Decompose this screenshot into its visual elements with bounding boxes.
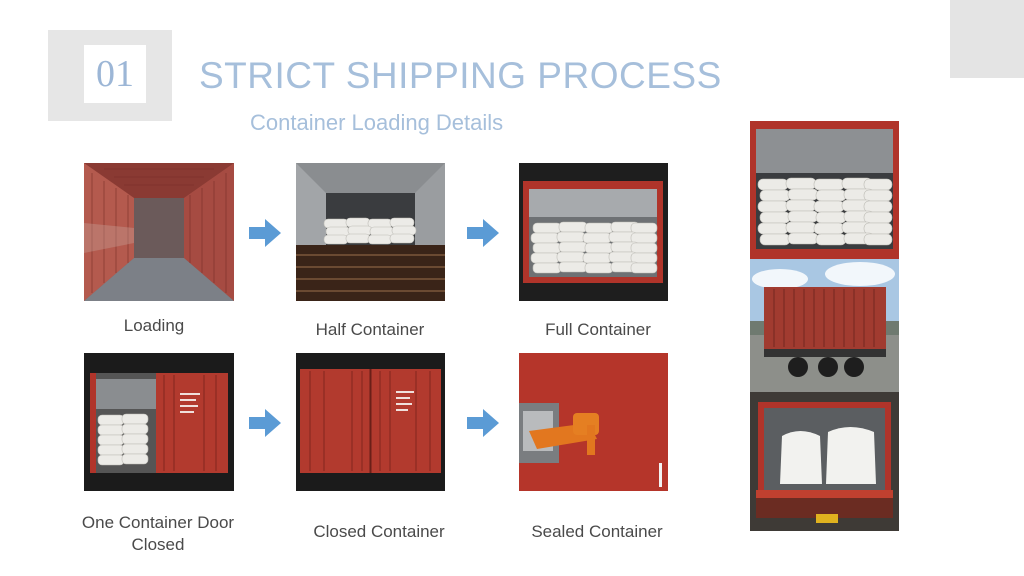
photo-half-container (296, 163, 445, 301)
photo-bulk-bags-truck (750, 392, 899, 531)
section-number: 01 (84, 45, 146, 103)
photo-bags-in-container (750, 121, 899, 259)
photo-full-container (519, 163, 668, 301)
caption-closed-container: Closed Container (313, 522, 445, 541)
corner-decoration (950, 0, 1024, 78)
photo-one-door-closed (84, 353, 234, 491)
caption-full-container: Full Container (545, 320, 651, 339)
caption-half-container: Half Container (315, 320, 425, 339)
arrow-right-icon (467, 219, 499, 247)
page-subtitle: Container Loading Details (250, 110, 504, 135)
photo-closed-container (296, 353, 445, 491)
caption-sealed-container: Sealed Container (531, 522, 663, 541)
photo-sealed-container (519, 353, 668, 491)
caption-loading: Loading (123, 316, 185, 335)
photo-loading (84, 163, 234, 301)
caption-one-door-closed: One Container Door Closed (81, 513, 235, 554)
page-title: STRICT SHIPPING PROCESS (199, 55, 722, 96)
arrow-right-icon (249, 219, 281, 247)
photo-container-on-truck (750, 259, 899, 392)
arrow-right-icon (249, 409, 281, 437)
arrow-right-icon (467, 409, 499, 437)
